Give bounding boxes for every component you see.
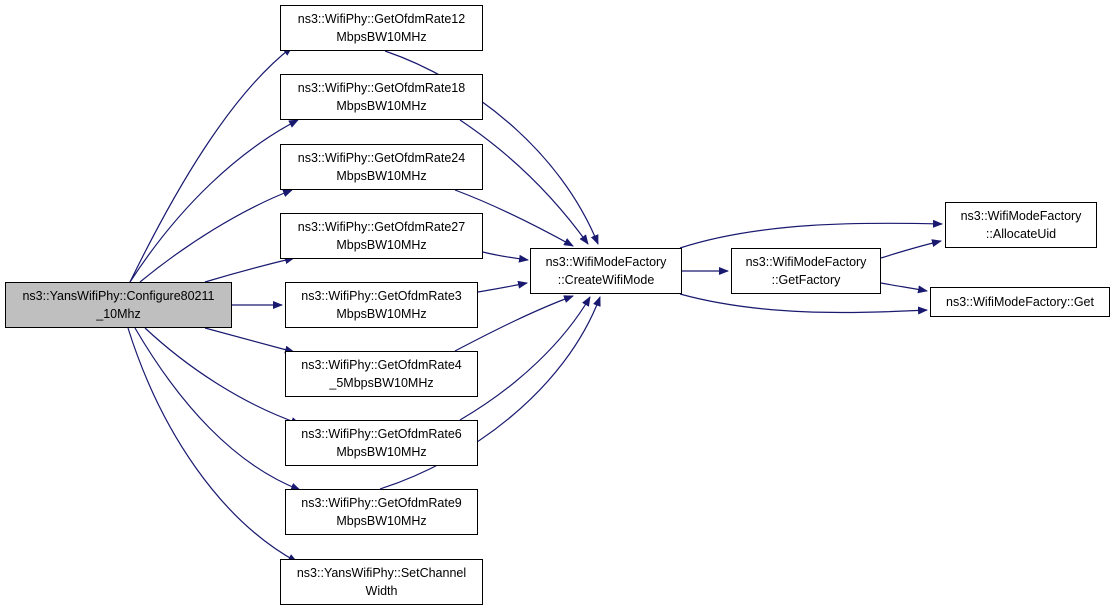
edge-rate9-to-createmode (379, 296, 601, 490)
node-getfactory-line1: ns3::WifiModeFactory (745, 255, 867, 269)
edge-configure-to-rate24 (139, 189, 293, 283)
node-getfactory[interactable]: ns3::WifiModeFactory ::GetFactory (731, 248, 881, 294)
edge-rate27-to-createmode (482, 251, 529, 263)
node-setchannelwidth-line2: Width (365, 584, 398, 598)
edge-configure-to-rate9 (134, 327, 301, 491)
node-getofdmrate27-line1: ns3::WifiPhy::GetOfdmRate27 (297, 220, 466, 234)
node-createwifimode[interactable]: ns3::WifiModeFactory ::CreateWifiMode (530, 248, 682, 294)
node-getofdmrate3-line1: ns3::WifiPhy::GetOfdmRate3 (301, 289, 462, 303)
edge-rate18-to-createmode (459, 119, 589, 245)
node-getofdmrate6-line2: MbpsBW10MHz (336, 445, 427, 459)
node-allocateuid-line1: ns3::WifiModeFactory (960, 209, 1082, 223)
edge-configure-to-rate12 (129, 46, 293, 283)
node-getofdmrate27-line2: MbpsBW10MHz (336, 238, 427, 252)
node-getofdmrate6-line1: ns3::WifiPhy::GetOfdmRate6 (301, 427, 462, 441)
node-getofdmrate4-5-line1: ns3::WifiPhy::GetOfdmRate4 (301, 358, 462, 372)
node-configure80211-10mhz-line2: _10Mhz (96, 307, 141, 321)
edge-rate12-to-createmode (384, 50, 599, 245)
node-getofdmrate24-line1: ns3::WifiPhy::GetOfdmRate24 (297, 151, 466, 165)
node-getofdmrate18-line2: MbpsBW10MHz (336, 99, 427, 113)
edge-configure-to-rate6 (144, 327, 301, 425)
node-createwifimode-line2: ::CreateWifiMode (557, 273, 655, 287)
edge-createmode-to-get (679, 293, 928, 315)
node-getofdmrate18-line1: ns3::WifiPhy::GetOfdmRate18 (297, 81, 466, 95)
edge-rate6-to-createmode (459, 296, 591, 421)
node-allocateuid[interactable]: ns3::WifiModeFactory ::AllocateUid (945, 202, 1097, 248)
node-getfactory-line2: ::GetFactory (771, 273, 841, 287)
node-getofdmrate4-5[interactable]: ns3::WifiPhy::GetOfdmRate4 _5MbpsBW10MHz (285, 351, 478, 397)
node-configure80211-10mhz[interactable]: ns3::YansWifiPhy::Configure80211 _10Mhz (5, 282, 232, 328)
node-getofdmrate12-line2: MbpsBW10MHz (336, 30, 427, 44)
edge-configure-to-setwidth (127, 327, 298, 563)
node-getofdmrate9-line2: MbpsBW10MHz (336, 514, 427, 528)
edge-rate24-to-createmode (454, 189, 574, 247)
edge-getfactory-to-allocuid (880, 239, 942, 259)
node-getofdmrate9[interactable]: ns3::WifiPhy::GetOfdmRate9 MbpsBW10MHz (285, 489, 478, 535)
node-get-line1: ns3::WifiModeFactory::Get (946, 295, 1094, 309)
node-get[interactable]: ns3::WifiModeFactory::Get (930, 287, 1110, 317)
node-allocateuid-line2: ::AllocateUid (985, 227, 1057, 241)
edge-configure-to-rate27 (204, 256, 295, 283)
node-createwifimode-line1: ns3::WifiModeFactory (545, 255, 667, 269)
node-getofdmrate9-line1: ns3::WifiPhy::GetOfdmRate9 (301, 496, 462, 510)
edge-rate3-to-createmode (477, 280, 528, 293)
edge-rate4-5-to-createmode (454, 295, 574, 352)
node-getofdmrate27[interactable]: ns3::WifiPhy::GetOfdmRate27 MbpsBW10MHz (280, 213, 483, 259)
node-getofdmrate3[interactable]: ns3::WifiPhy::GetOfdmRate3 MbpsBW10MHz (285, 282, 478, 328)
node-getofdmrate24-line2: MbpsBW10MHz (336, 169, 427, 183)
node-getofdmrate6[interactable]: ns3::WifiPhy::GetOfdmRate6 MbpsBW10MHz (285, 420, 478, 466)
edge-createmode-to-allocuid (679, 219, 943, 249)
node-getofdmrate12[interactable]: ns3::WifiPhy::GetOfdmRate12 MbpsBW10MHz (280, 5, 483, 51)
node-getofdmrate3-line2: MbpsBW10MHz (336, 307, 427, 321)
node-getofdmrate24[interactable]: ns3::WifiPhy::GetOfdmRate24 MbpsBW10MHz (280, 144, 483, 190)
node-configure80211-10mhz-line1: ns3::YansWifiPhy::Configure80211 (22, 289, 215, 303)
edge-configure-to-rate4-5 (204, 327, 295, 354)
node-getofdmrate12-line1: ns3::WifiPhy::GetOfdmRate12 (297, 12, 466, 26)
node-setchannelwidth[interactable]: ns3::YansWifiPhy::SetChannel Width (280, 559, 483, 605)
node-getofdmrate4-5-line2: _5MbpsBW10MHz (329, 376, 434, 390)
node-setchannelwidth-line1: ns3::YansWifiPhy::SetChannel (296, 566, 467, 580)
node-getofdmrate18[interactable]: ns3::WifiPhy::GetOfdmRate18 MbpsBW10MHz (280, 74, 483, 120)
edge-configure-to-rate18 (129, 119, 299, 283)
edge-getfactory-to-get (880, 282, 928, 294)
